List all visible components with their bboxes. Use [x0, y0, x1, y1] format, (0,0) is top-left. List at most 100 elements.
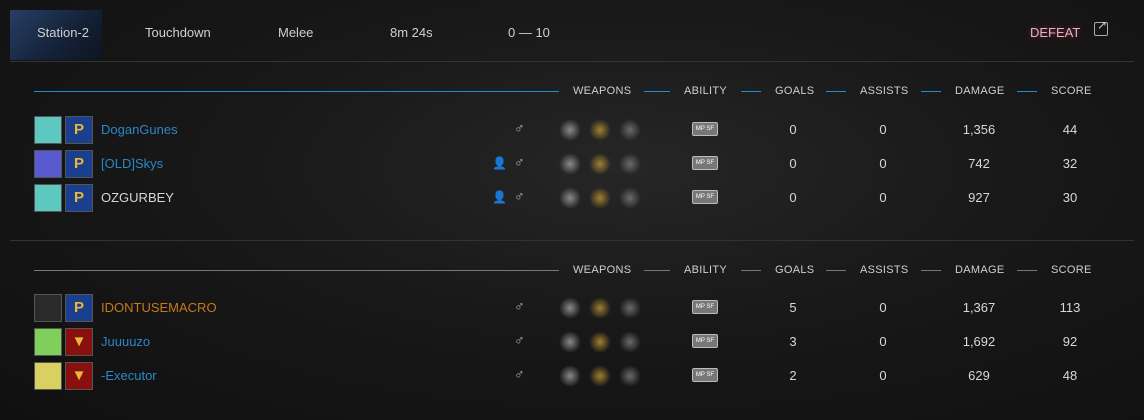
header-line [34, 270, 559, 271]
column-header-goals[interactable]: GOALS [775, 264, 815, 276]
stat-score: 113 [1059, 300, 1081, 315]
ability-icon[interactable]: MP SF [692, 368, 718, 382]
stat-damage: 1,356 [962, 122, 996, 137]
weapon-icon[interactable] [559, 365, 581, 387]
weapon-icon[interactable] [619, 153, 641, 175]
divider [10, 61, 1134, 62]
stat-goals: 3 [789, 334, 797, 349]
stat-score: 32 [1062, 156, 1078, 171]
stat-assists: 0 [879, 300, 887, 315]
divider [10, 240, 1134, 241]
stat-damage: 927 [968, 190, 990, 205]
rank-icon: ▼ [65, 362, 93, 390]
ability-icon[interactable]: MP SF [692, 300, 718, 314]
stat-goals: 0 [789, 190, 797, 205]
stat-damage: 742 [968, 156, 990, 171]
header-line [921, 91, 941, 92]
match-duration: 8m 24s [390, 25, 433, 40]
stat-damage: 629 [968, 368, 990, 383]
male-icon: ♂ [514, 154, 525, 170]
weapon-icon[interactable] [619, 119, 641, 141]
player-name[interactable]: -Executor [101, 368, 157, 383]
header-line [826, 91, 846, 92]
stat-goals: 0 [789, 156, 797, 171]
stat-goals: 2 [789, 368, 797, 383]
weapon-icon[interactable] [589, 119, 611, 141]
map-thumbnail [10, 10, 102, 60]
weapon-icon[interactable] [619, 365, 641, 387]
rank-icon: ▼ [65, 328, 93, 356]
stat-score: 44 [1062, 122, 1078, 137]
player-name[interactable]: Juuuuzo [101, 334, 151, 349]
match-score: 0 — 10 [508, 25, 550, 40]
male-icon: ♂ [514, 366, 525, 382]
ability-icon[interactable]: MP SF [692, 334, 718, 348]
column-header-goals[interactable]: GOALS [775, 85, 815, 97]
header-line [644, 270, 670, 271]
stat-assists: 0 [879, 190, 887, 205]
male-icon: ♂ [514, 298, 525, 314]
column-header-assists[interactable]: ASSISTS [860, 264, 909, 276]
header-line [1017, 91, 1037, 92]
column-header-score[interactable]: SCORE [1051, 264, 1092, 276]
weapon-icon[interactable] [589, 297, 611, 319]
rank-icon: P [65, 184, 93, 212]
ability-icon[interactable]: MP SF [692, 156, 718, 170]
weapon-icon[interactable] [559, 119, 581, 141]
weapon-icon[interactable] [619, 331, 641, 353]
player-name[interactable]: OZGURBEY [101, 190, 174, 205]
party-icon: 👤 [492, 156, 507, 170]
weapon-icon[interactable] [559, 153, 581, 175]
stat-score: 30 [1062, 190, 1078, 205]
class-icon [34, 362, 62, 390]
class-icon [34, 184, 62, 212]
map-name: Station-2 [37, 25, 90, 40]
header-line [34, 91, 559, 92]
weapon-icon[interactable] [619, 297, 641, 319]
ability-icon[interactable]: MP SF [692, 122, 718, 136]
party-icon: 👤 [492, 190, 507, 204]
stat-damage: 1,692 [962, 334, 996, 349]
column-header-score[interactable]: SCORE [1051, 85, 1092, 97]
rank-icon: P [65, 294, 93, 322]
rank-icon: P [65, 150, 93, 178]
player-name[interactable]: DoganGunes [101, 122, 178, 137]
player-name[interactable]: [OLD]Skys [101, 156, 164, 171]
stat-score: 48 [1062, 368, 1078, 383]
column-header-assists[interactable]: ASSISTS [860, 85, 909, 97]
stat-assists: 0 [879, 156, 887, 171]
stat-score: 92 [1062, 334, 1078, 349]
weapon-icon[interactable] [559, 331, 581, 353]
weapon-icon[interactable] [559, 297, 581, 319]
class-icon [34, 294, 62, 322]
weapon-icon[interactable] [589, 331, 611, 353]
column-header-ability[interactable]: ABILITY [684, 264, 728, 276]
external-link-icon[interactable] [1094, 18, 1108, 36]
header-line [644, 91, 670, 92]
male-icon: ♂ [514, 188, 525, 204]
rank-icon: P [65, 116, 93, 144]
weapon-icon[interactable] [559, 187, 581, 209]
column-header-weapons[interactable]: WEAPONS [573, 85, 632, 97]
weapon-icon[interactable] [619, 187, 641, 209]
match-type: Melee [278, 25, 314, 40]
weapon-icon[interactable] [589, 187, 611, 209]
ability-icon[interactable]: MP SF [692, 190, 718, 204]
match-result: DEFEAT [1030, 25, 1081, 40]
header-line [1017, 270, 1037, 271]
class-icon [34, 150, 62, 178]
stat-assists: 0 [879, 368, 887, 383]
weapon-icon[interactable] [589, 365, 611, 387]
player-name[interactable]: IDONTUSEMACRO [101, 300, 217, 315]
header-line [741, 91, 761, 92]
stat-assists: 0 [879, 334, 887, 349]
class-icon [34, 116, 62, 144]
weapon-icon[interactable] [589, 153, 611, 175]
stat-goals: 5 [789, 300, 797, 315]
column-header-damage[interactable]: DAMAGE [955, 85, 1005, 97]
column-header-ability[interactable]: ABILITY [684, 85, 728, 97]
stat-assists: 0 [879, 122, 887, 137]
column-header-weapons[interactable]: WEAPONS [573, 264, 632, 276]
stat-damage: 1,367 [962, 300, 996, 315]
column-header-damage[interactable]: DAMAGE [955, 264, 1005, 276]
